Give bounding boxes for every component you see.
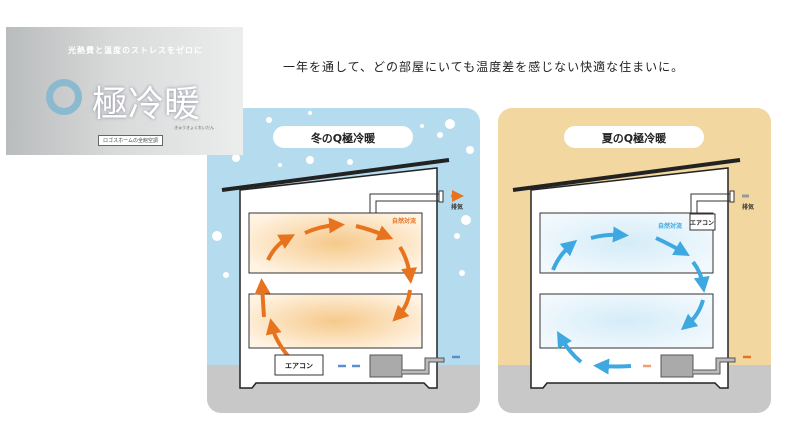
winter-title: 冬のQ極冷暖 xyxy=(311,131,376,145)
summer-exhaust-label: 排気 xyxy=(742,203,754,211)
product-banner: 光熱費と温度のストレスをゼロに 極冷暖 きゅうきょくれいだん ロゴスホームの全館… xyxy=(6,27,243,155)
winter-convection-label: 自然対流 xyxy=(392,217,416,225)
summer-panel: 夏のQ極冷暖 排気 自然対流 エアコン xyxy=(498,108,771,413)
warm-airflow-arrows xyxy=(254,217,417,358)
banner-ruby: きゅうきょくれいだん xyxy=(174,125,214,130)
banner-subtitle: ロゴスホームの全館空調 xyxy=(98,135,163,146)
winter-panel: 冬のQ極冷暖 排気 自然対流 エアコン xyxy=(207,108,480,413)
winter-aircon-label: エアコン xyxy=(285,362,313,370)
cool-airflow-arrows xyxy=(551,226,710,375)
summer-title: 夏のQ極冷暖 xyxy=(602,131,667,145)
summer-convection-label: 自然対流 xyxy=(658,222,682,230)
q-logo-icon xyxy=(46,79,82,115)
banner-title: 極冷暖 xyxy=(92,84,201,125)
winter-exhaust-label: 排気 xyxy=(451,203,463,211)
fresh-air-arrows xyxy=(338,355,460,368)
headline: 一年を通して、どの部屋にいても温度差を感じない快適な住まいに。 xyxy=(283,60,685,74)
summer-aircon-label: エアコン xyxy=(690,220,714,227)
warm-intake-arrows xyxy=(643,355,751,368)
banner-tagline: 光熱費と温度のストレスをゼロに xyxy=(68,46,203,55)
